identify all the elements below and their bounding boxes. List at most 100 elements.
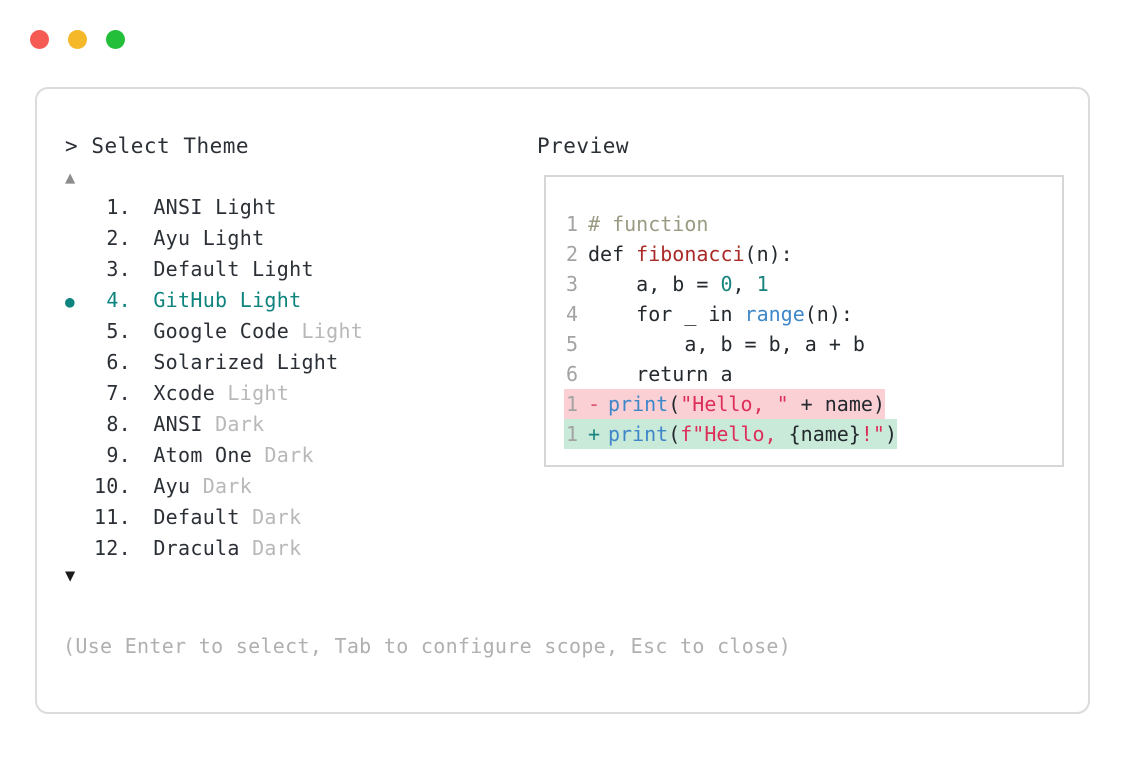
theme-list-item[interactable]: 10. Ayu Dark	[59, 474, 529, 505]
theme-item-name: Google Code	[153, 319, 302, 343]
theme-list-item[interactable]: 3. Default Light	[59, 257, 529, 288]
theme-item-gap	[131, 319, 153, 343]
line-number: 6	[565, 362, 578, 386]
prompt-caret-icon: >	[65, 134, 79, 158]
diff-line-text: print(f"Hello, {name}!")	[608, 419, 897, 449]
minimize-dot[interactable]	[68, 30, 87, 49]
line-number: 4	[565, 302, 578, 326]
theme-item-name: ANSI	[153, 412, 216, 436]
close-dot[interactable]	[30, 30, 49, 49]
code-token: # function	[588, 212, 709, 236]
theme-item-index: 6.	[106, 350, 131, 374]
theme-item-name: Default	[153, 505, 253, 529]
theme-list-item[interactable]: 11. Default Dark	[59, 505, 529, 536]
theme-item-variant: Dark	[215, 412, 265, 436]
diff-line-text: print("Hello, " + name)	[608, 389, 885, 419]
code-token: for _ in	[588, 302, 745, 326]
theme-item-variant: Light	[301, 319, 364, 343]
scroll-up-arrow-icon[interactable]: ▲	[65, 168, 76, 188]
theme-item-name: Xcode	[153, 381, 228, 405]
code-token: a, b =	[588, 272, 721, 296]
theme-item-gap	[131, 505, 153, 529]
theme-item-variant: Light	[227, 381, 290, 405]
theme-item-name: Ayu	[153, 474, 203, 498]
theme-item-gap	[131, 257, 153, 281]
theme-item-gap	[131, 474, 153, 498]
theme-item-name: GitHub	[153, 288, 240, 312]
theme-item-index: 8.	[106, 412, 131, 436]
theme-item-name: Solarized	[153, 350, 277, 374]
theme-item-name: Default	[153, 257, 253, 281]
line-number: 3	[565, 272, 578, 296]
code-token: )	[872, 392, 885, 416]
theme-list-item[interactable]: 5. Google Code Light	[59, 319, 529, 350]
code-token: f"Hello,	[680, 422, 789, 446]
theme-list-item[interactable]: 9. Atom One Dark	[59, 443, 529, 474]
code-token: )	[884, 422, 898, 446]
page-title: > Select Theme	[65, 134, 249, 158]
theme-item-name: ANSI	[153, 195, 216, 219]
preview-header-label: Preview	[537, 134, 630, 158]
theme-list-item[interactable]: 6. Solarized Light	[59, 350, 529, 381]
theme-item-gap	[131, 536, 153, 560]
maximize-dot[interactable]	[106, 30, 125, 49]
theme-item-index: 1.	[106, 195, 131, 219]
code-token: (n):	[804, 302, 853, 326]
window-controls	[30, 30, 125, 49]
theme-item-variant: Dark	[202, 474, 253, 498]
theme-item-variant: Light	[202, 226, 265, 250]
theme-item-index: 5.	[106, 319, 131, 343]
line-number: 5	[565, 332, 578, 356]
theme-item-index: 2.	[106, 226, 131, 250]
diff-sign: +	[588, 422, 601, 446]
code-line: 1 # function	[564, 209, 865, 239]
theme-item-index: 7.	[106, 381, 131, 405]
code-line-text: def fibonacci(n):	[588, 239, 793, 269]
theme-list-item[interactable]: 7. Xcode Light	[59, 381, 529, 412]
code-token: (	[668, 422, 681, 446]
theme-item-index: 4.	[106, 288, 131, 312]
diff-preview: 1-print("Hello, " + name)1+print(f"Hello…	[564, 389, 898, 449]
line-number: 2	[565, 242, 578, 266]
code-token: return a	[588, 362, 733, 386]
theme-item-name: Ayu	[153, 226, 203, 250]
code-line: 5 a, b = b, a + b	[564, 329, 865, 359]
code-token: (n):	[744, 242, 793, 266]
code-line: 3 a, b = 0, 1	[564, 269, 865, 299]
code-token: 0	[720, 272, 733, 296]
line-number: 1	[565, 212, 578, 236]
theme-list-item[interactable]: 8. ANSI Dark	[59, 412, 529, 443]
scroll-down-arrow-icon[interactable]: ▼	[65, 566, 76, 586]
theme-list-item[interactable]: 2. Ayu Light	[59, 226, 529, 257]
code-token: 1	[756, 272, 769, 296]
theme-item-variant: Light	[276, 350, 339, 374]
theme-list-item[interactable]: ●4. GitHub Light	[59, 288, 529, 319]
theme-item-variant: Dark	[264, 443, 314, 467]
theme-list-item[interactable]: 12. Dracula Dark	[59, 536, 529, 567]
theme-item-index: 10.	[93, 474, 131, 498]
code-line-text: for _ in range(n):	[588, 299, 853, 329]
theme-item-variant: Light	[252, 257, 314, 281]
code-token: fibonacci	[636, 242, 745, 266]
code-token: ,	[732, 272, 757, 296]
theme-item-gap	[131, 288, 153, 312]
code-line-text: a, b = 0, 1	[588, 269, 769, 299]
code-token: def	[588, 242, 637, 266]
keyboard-hint: (Use Enter to select, Tab to configure s…	[63, 634, 792, 658]
code-line-text: # function	[588, 209, 708, 239]
theme-item-variant: Dark	[252, 536, 302, 560]
diff-line-removed: 1-print("Hello, " + name)	[564, 389, 885, 419]
theme-list-item[interactable]: 1. ANSI Light	[59, 195, 529, 226]
code-token: range	[744, 302, 805, 326]
theme-item-name: Atom One	[153, 443, 265, 467]
code-token: (	[668, 392, 681, 416]
selection-bullet-icon: ●	[65, 292, 75, 311]
theme-item-index: 9.	[106, 443, 131, 467]
code-token: !"	[860, 422, 885, 446]
diff-sign: -	[588, 392, 601, 416]
theme-item-gap	[131, 226, 153, 250]
code-line: 6 return a	[564, 359, 865, 389]
